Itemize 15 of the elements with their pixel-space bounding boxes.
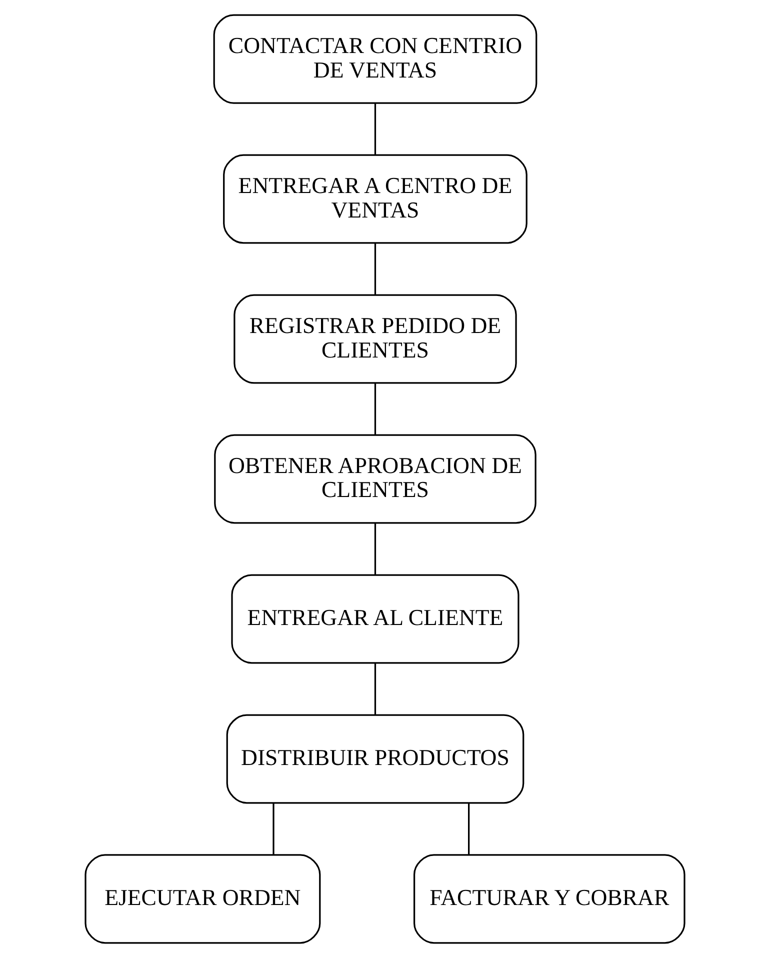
node-box: DISTRIBUIR PRODUCTOS bbox=[226, 714, 524, 804]
connector bbox=[272, 803, 274, 855]
connector bbox=[468, 803, 470, 855]
node-box: FACTURAR Y COBRAR bbox=[412, 854, 685, 944]
connector bbox=[374, 523, 376, 575]
node-box: ENTREGAR AL CLIENTE bbox=[230, 574, 519, 664]
node-box: CONTACTAR CON CENTRIO DE VENTAS bbox=[212, 14, 537, 104]
connector bbox=[374, 663, 376, 715]
connector bbox=[374, 383, 376, 435]
node-box: ENTREGAR A CENTRO DE VENTAS bbox=[222, 154, 527, 244]
node-box: OBTENER APROBACION DE CLIENTES bbox=[214, 434, 536, 524]
node-box: EJECUTAR ORDEN bbox=[84, 854, 320, 944]
connector bbox=[374, 243, 376, 296]
connector bbox=[374, 103, 376, 156]
node-box: REGISTRAR PEDIDO DE CLIENTES bbox=[233, 294, 516, 384]
